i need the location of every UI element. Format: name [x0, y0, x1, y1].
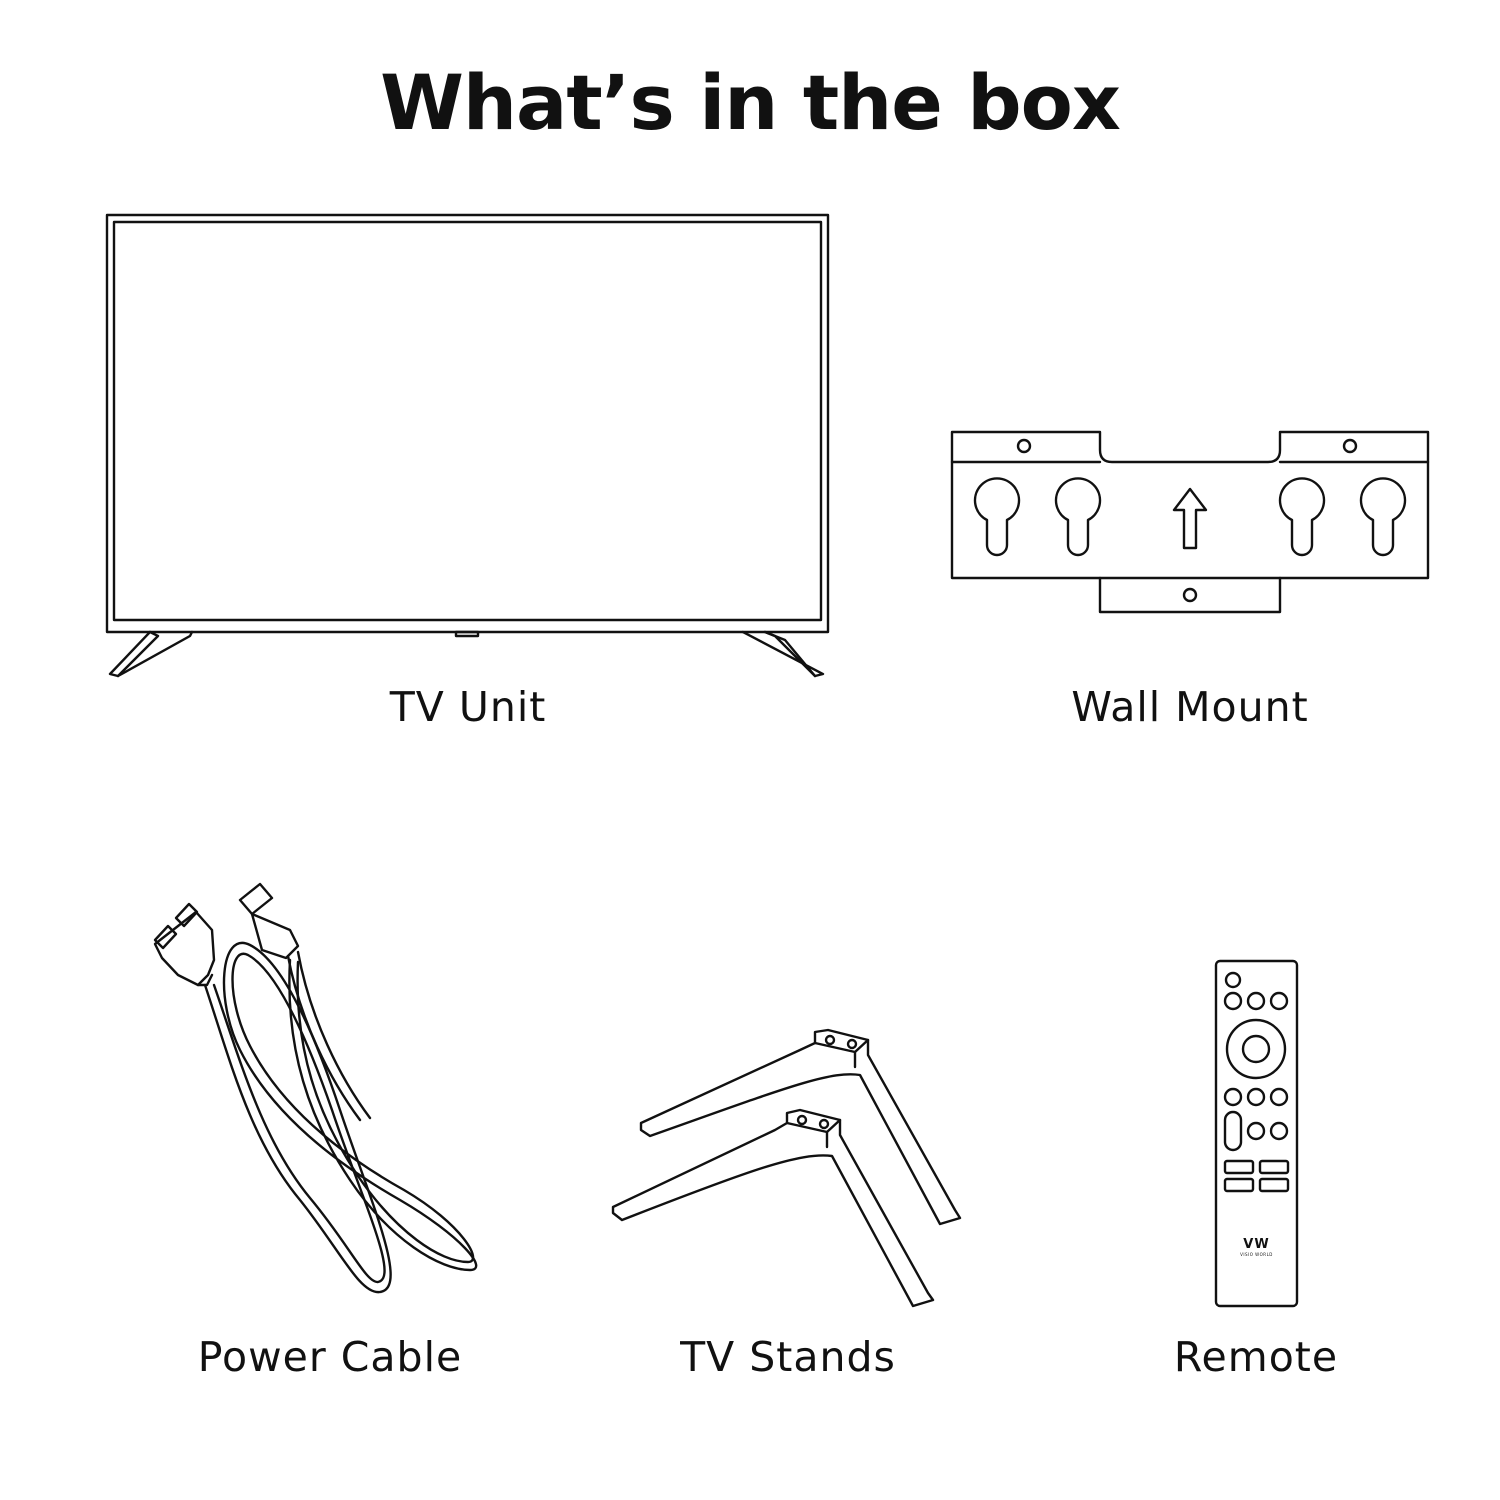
- power-cable-icon: [153, 882, 478, 1294]
- tv-icon: [105, 213, 830, 678]
- remote-logo-text: VW: [1243, 1237, 1270, 1252]
- wall-mount-icon: [950, 430, 1430, 614]
- power-cable-label: Power Cable: [197, 1333, 463, 1381]
- remote-logo: VW VISIO WORLD: [1216, 1238, 1297, 1258]
- remote-logo-subtext: VISIO WORLD: [1240, 1252, 1273, 1257]
- remote-icon: [1214, 959, 1299, 1308]
- tv-stands-label: TV Stands: [680, 1333, 896, 1381]
- tv-stands-icon: [611, 1028, 962, 1308]
- page-title: What’s in the box: [380, 58, 1121, 147]
- wall-mount-label: Wall Mount: [1071, 683, 1309, 731]
- tv-unit-label: TV Unit: [389, 683, 547, 731]
- remote-label: Remote: [1173, 1333, 1339, 1381]
